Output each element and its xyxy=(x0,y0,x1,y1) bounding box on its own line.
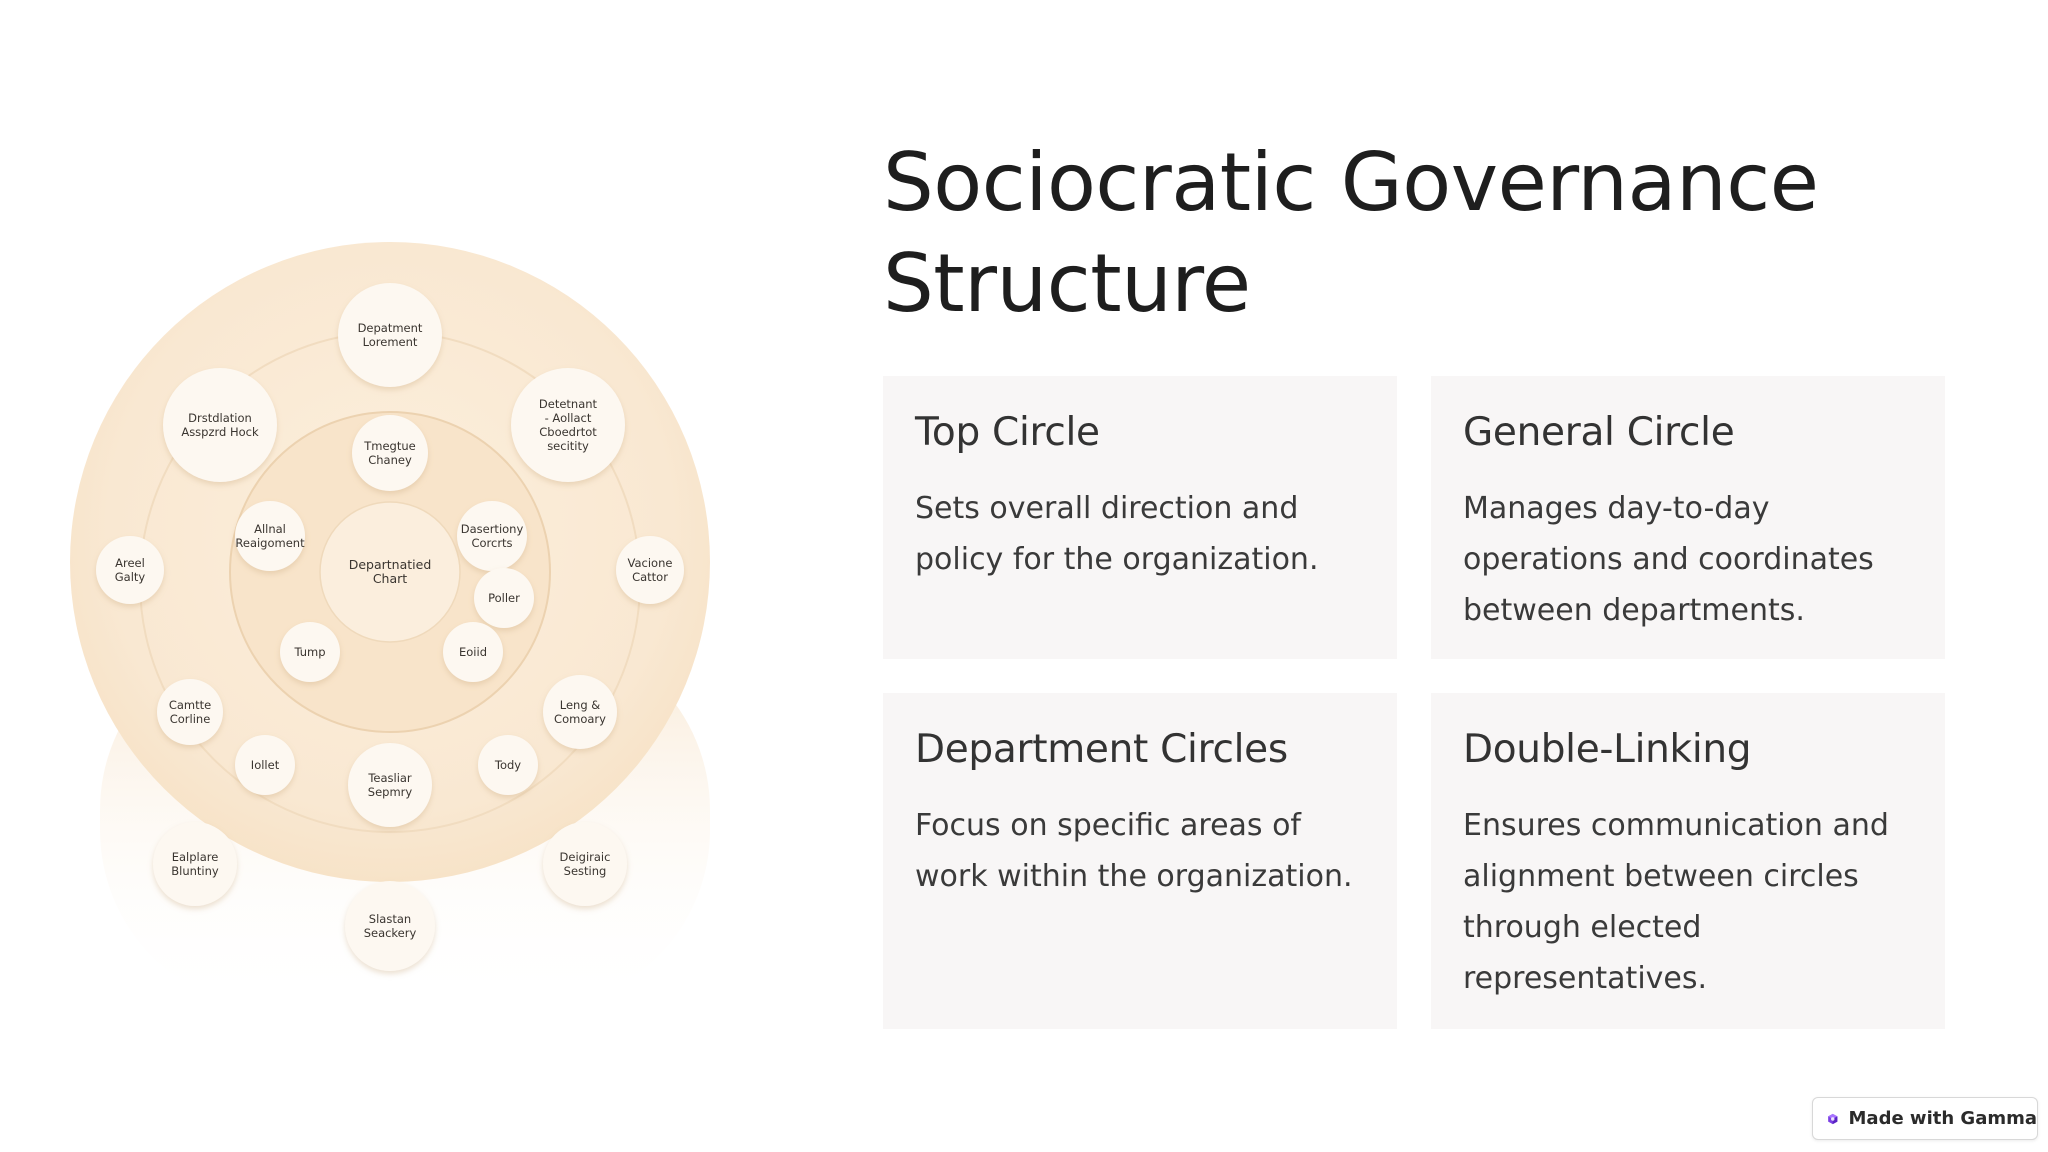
diagram-node xyxy=(348,743,432,827)
diagram-node-label: Deigiraic xyxy=(560,850,611,864)
diagram-node-label: Poller xyxy=(488,591,520,605)
diagram-node-label: Bluntiny xyxy=(171,864,219,878)
diagram-node-label: Depatment xyxy=(358,321,423,335)
diagram-node-label: Tump xyxy=(293,645,325,659)
diagram-node xyxy=(163,368,277,482)
diagram-node xyxy=(543,822,627,906)
diagram-node xyxy=(443,622,503,682)
diagram-node-label: Sesting xyxy=(564,864,607,878)
diagram-node xyxy=(96,536,164,604)
diagram-node xyxy=(153,822,237,906)
diagram-node-label: Departnatied xyxy=(349,557,432,572)
diagram-node-label: Vacione xyxy=(628,556,673,570)
diagram-node-label: Lorement xyxy=(363,335,418,349)
diagram-node-label: Ealplare xyxy=(172,850,219,864)
diagram-node-label: Sepmry xyxy=(368,785,413,799)
card-department-circles: Department Circles Focus on specific are… xyxy=(883,693,1397,1029)
diagram-node-label: Teasliar xyxy=(367,771,412,785)
diagram-node xyxy=(543,675,617,749)
diagram-node-label: Leng & xyxy=(560,698,601,712)
diagram-node-label: Eoiid xyxy=(459,645,487,659)
card-body: Sets overall direction and policy for th… xyxy=(915,491,1319,577)
diagram-node-label: Asspzrd Hock xyxy=(181,425,259,439)
badge-label: Made with Gamma xyxy=(1848,1108,2037,1129)
diagram-node xyxy=(478,735,538,795)
card-top-circle: Top Circle Sets overall direction and po… xyxy=(883,376,1397,659)
diagram-node xyxy=(345,881,435,971)
card-general-circle: General Circle Manages day-to-day operat… xyxy=(1431,376,1945,659)
diagram-node-label: Galty xyxy=(115,570,146,584)
diagram-node-label: Tmegtue xyxy=(363,439,415,453)
diagram-node xyxy=(157,679,223,745)
diagram-node-label: Dasertiony xyxy=(461,522,524,536)
diagram-node-label: Reaigoment xyxy=(235,536,305,550)
diagram-node xyxy=(338,283,442,387)
diagram-node-label: Cattor xyxy=(632,570,668,584)
diagram-node-label: Chaney xyxy=(368,453,412,467)
diagram-node-label: secitity xyxy=(547,439,589,453)
card-title: Top Circle xyxy=(915,410,1100,455)
card-body: Focus on specific areas of work within t… xyxy=(915,808,1353,894)
diagram-node-label: Iollet xyxy=(251,758,280,772)
diagram-node-label: Chart xyxy=(373,571,407,586)
made-with-gamma-button[interactable]: Made with Gamma xyxy=(1812,1097,2038,1140)
diagram-center-node xyxy=(319,501,461,643)
diagram-node xyxy=(235,501,305,571)
diagram-node-label: Slastan xyxy=(369,912,411,926)
diagram-node xyxy=(511,368,625,482)
diagram-node-label: Comoary xyxy=(554,712,606,726)
gamma-logo-icon xyxy=(1828,1113,1838,1124)
diagram-node xyxy=(616,536,684,604)
diagram-node-label: Drstdlation xyxy=(188,411,252,425)
diagram-node xyxy=(352,415,428,491)
diagram-node-label: - Aollact xyxy=(545,411,592,425)
card-title: General Circle xyxy=(1463,410,1735,455)
card-body: Ensures communication and alignment betw… xyxy=(1463,808,1889,996)
diagram-node-label: Cboedrtot xyxy=(539,425,597,439)
diagram-node-label: Detetnant xyxy=(539,397,598,411)
card-title: Double-Linking xyxy=(1463,727,1752,772)
diagram-node xyxy=(474,568,534,628)
diagram-node-label: Camtte xyxy=(169,698,211,712)
card-double-linking: Double-Linking Ensures communication and… xyxy=(1431,693,1945,1029)
diagram-node-label: Allnal xyxy=(254,522,286,536)
page-title: Sociocratic Governance Structure xyxy=(883,136,1819,330)
diagram-node-label: Areel xyxy=(115,556,145,570)
card-title: Department Circles xyxy=(915,727,1288,772)
diagram-node xyxy=(457,501,527,571)
card-body: Manages day-to-day operations and coordi… xyxy=(1463,491,1874,628)
diagram-node xyxy=(280,622,340,682)
diagram-node-label: Corcrts xyxy=(471,536,512,550)
diagram-node-label: Corline xyxy=(170,712,211,726)
diagram-node-label: Seackery xyxy=(364,926,417,940)
diagram-node-label: Tody xyxy=(494,758,521,772)
diagram-node xyxy=(235,735,295,795)
